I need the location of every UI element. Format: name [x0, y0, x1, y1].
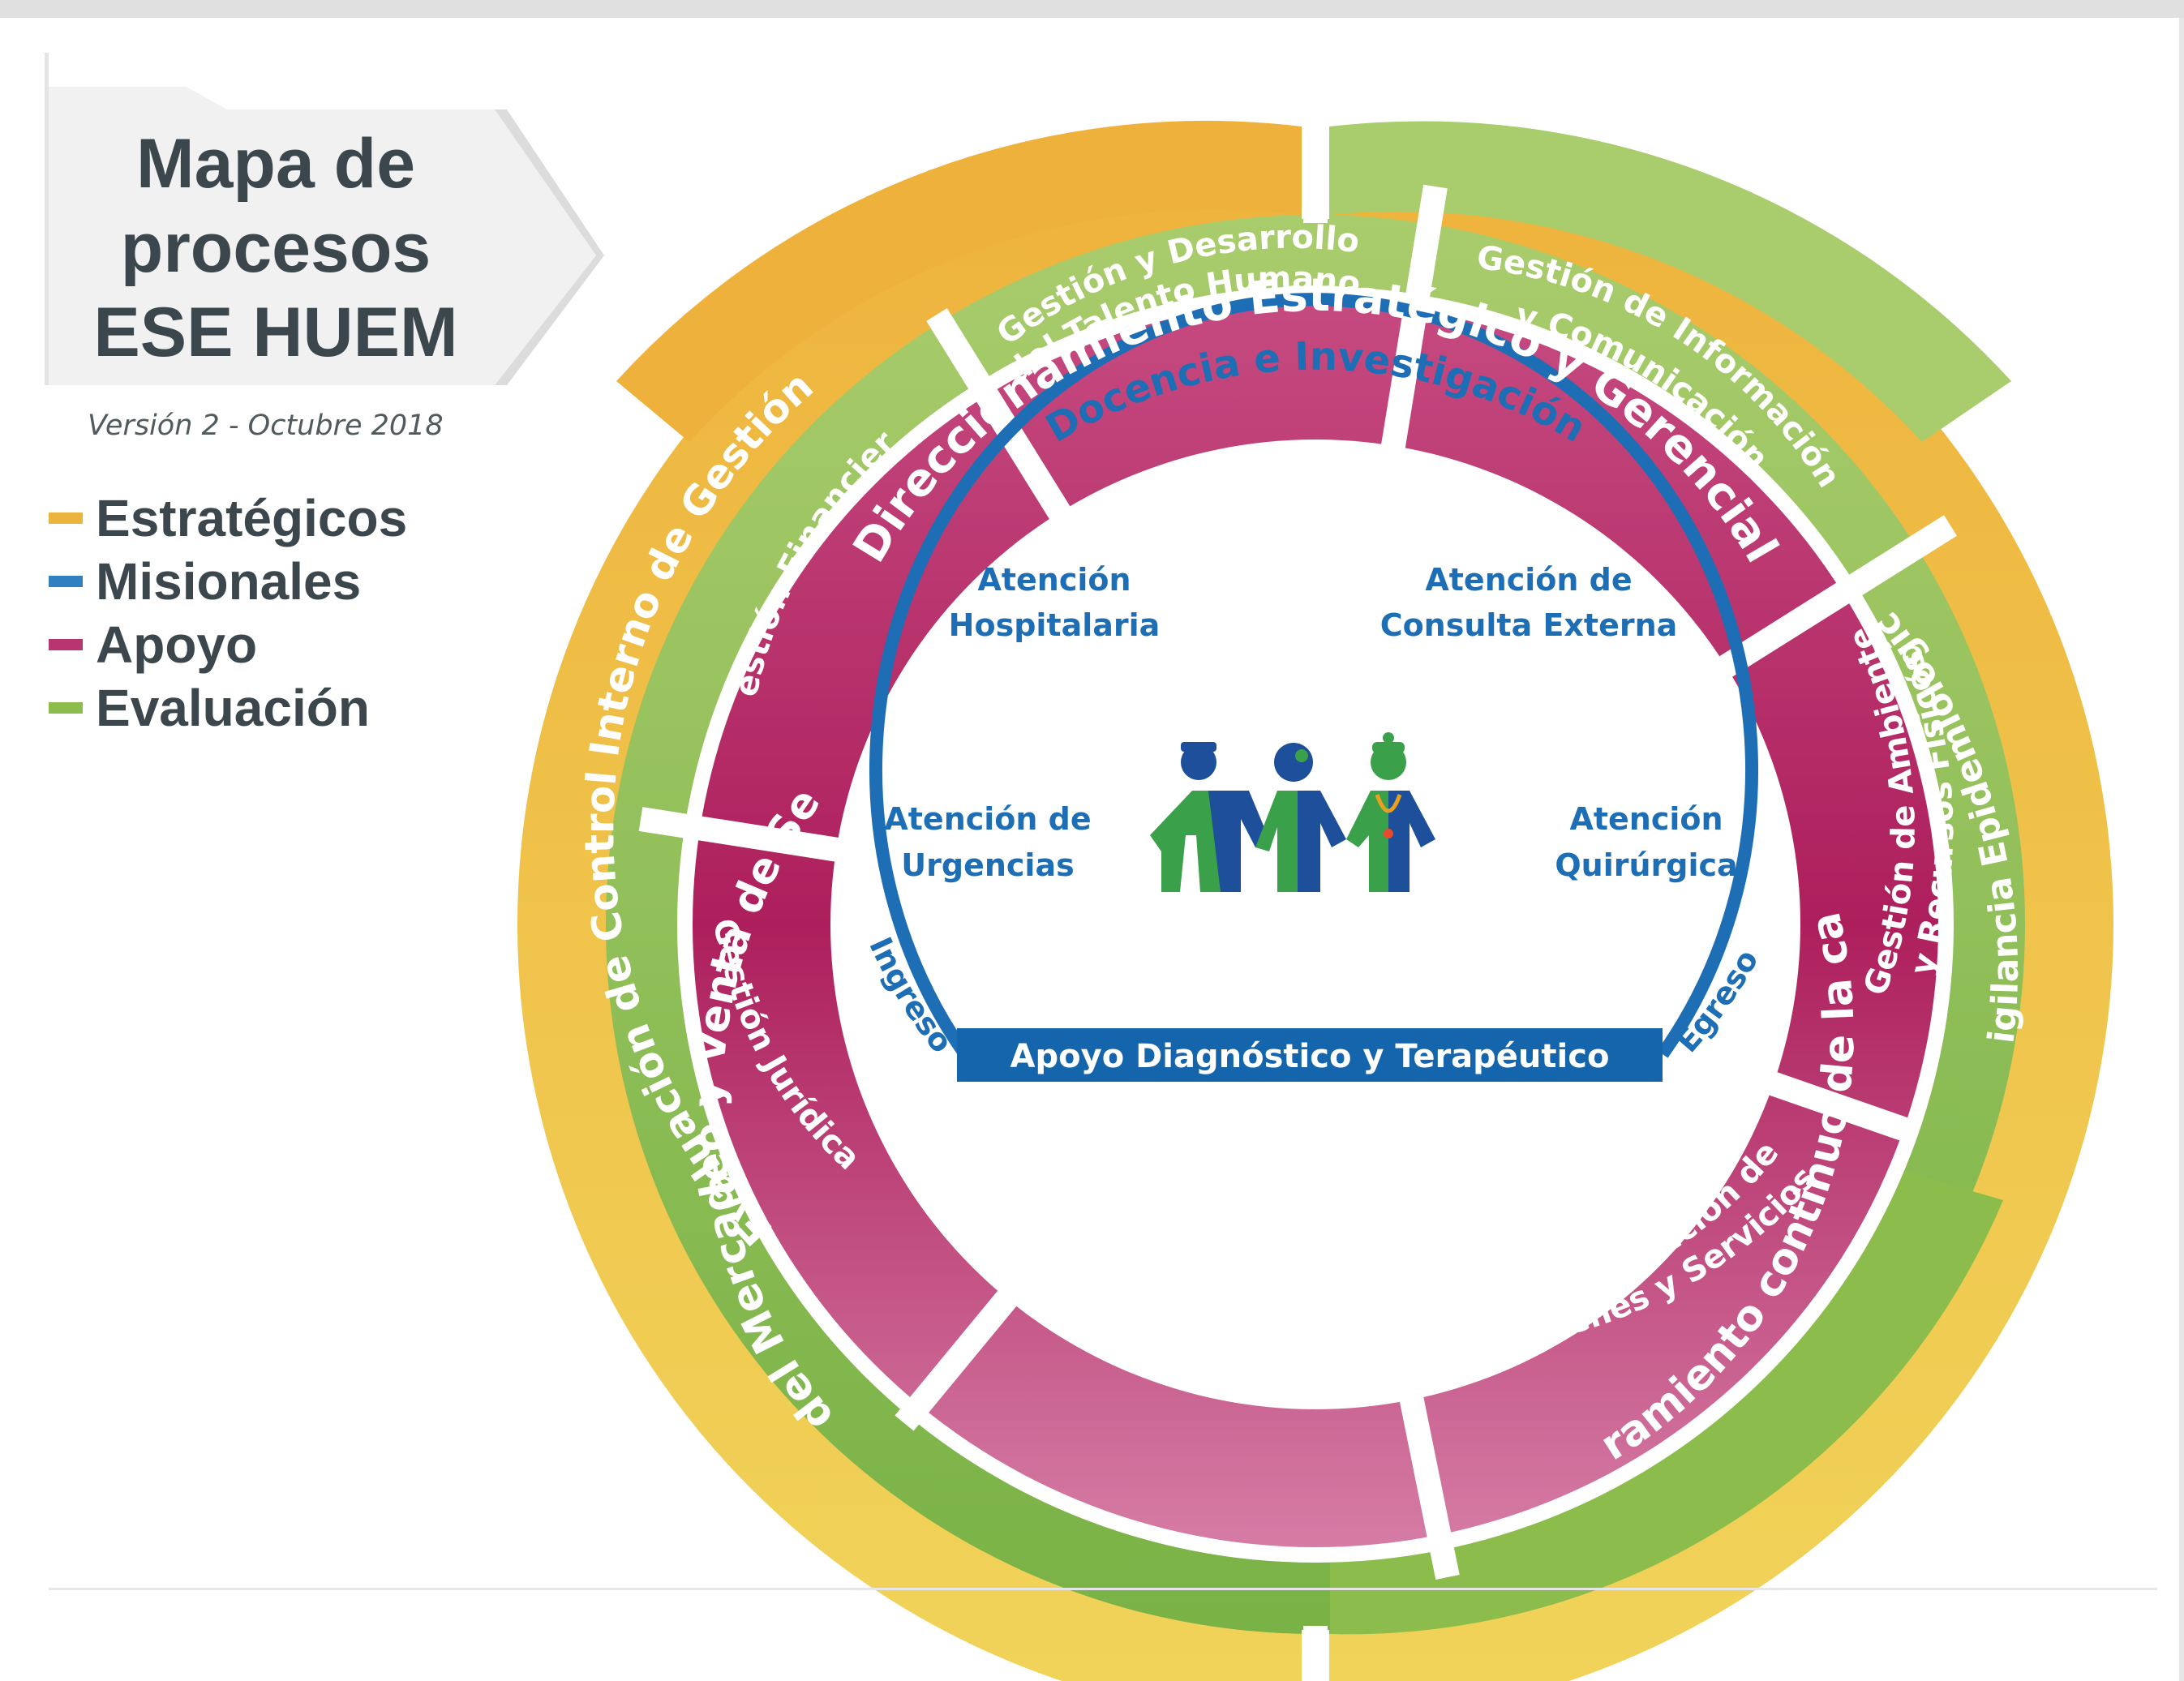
legend-item-estrategicos: Estratégicos [49, 487, 407, 550]
quirurgica-label-line2: Quirúrgica [1555, 847, 1737, 883]
legend-item-misionales: Misionales [49, 550, 407, 613]
legend-label: Misionales [96, 552, 362, 611]
legend-label: Evaluación [96, 679, 370, 737]
urgencias-label-line1: Atención de [884, 801, 1091, 837]
quirurgica-label-line1: Atención [1569, 801, 1723, 837]
version-label: Versión 2 - Octubre 2018 [88, 410, 444, 442]
title-line-2: procesos [120, 209, 431, 287]
apoyo-diagnostico-label: Apoyo Diagnóstico y Terapéutico [1010, 1038, 1610, 1075]
window-edge [2179, 18, 2184, 1681]
legend-item-apoyo: Apoyo [49, 613, 407, 676]
hospitalaria-label-line2: Hospitalaria [949, 607, 1161, 643]
title-panel [45, 53, 604, 385]
bottom-divider [49, 1588, 2157, 1590]
medical-staff-icon [1150, 732, 1435, 892]
title-line-1: Mapa de [135, 125, 416, 203]
legend-label: Apoyo [96, 615, 258, 674]
consulta-label-line1: Atención de [1425, 562, 1632, 598]
top-bar [0, 0, 2184, 18]
misionales-arch [869, 293, 1758, 1058]
legend-swatch-misionales [49, 576, 83, 587]
legend-item-evaluacion: Evaluación [49, 676, 407, 740]
page-title: Mapa de procesos ESE HUEM [49, 122, 503, 375]
green-top-right-band [1330, 121, 2011, 442]
gold-top-left-band [616, 120, 1302, 443]
legend: Estratégicos Misionales Apoyo Evaluación [49, 487, 407, 740]
legend-swatch-evaluacion [49, 702, 83, 714]
apoyo-diagnostico-bar [957, 1028, 1663, 1082]
title-line-3: ESE HUEM [93, 294, 458, 371]
urgencias-label-line2: Urgencias [901, 847, 1074, 883]
consulta-label-line2: Consulta Externa [1380, 607, 1678, 643]
hospitalaria-label-line1: Atención [977, 562, 1131, 598]
legend-swatch-apoyo [49, 639, 83, 650]
legend-label: Estratégicos [96, 489, 408, 547]
legend-swatch-estrategicos [49, 512, 83, 524]
